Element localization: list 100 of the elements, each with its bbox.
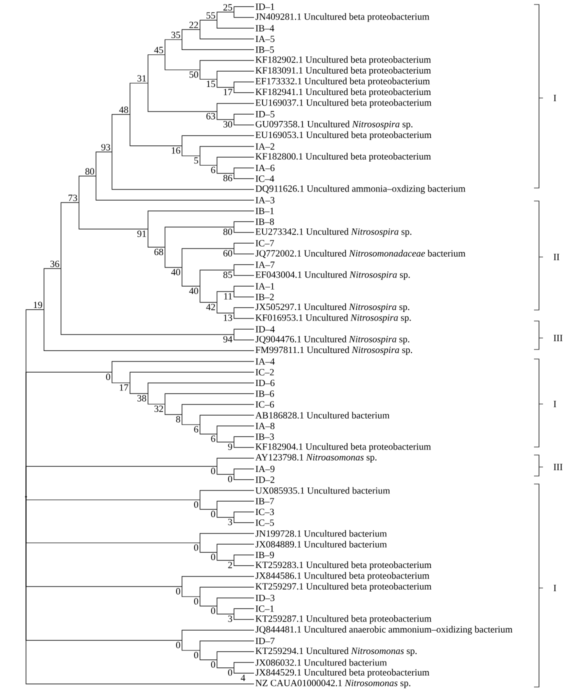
bootstrap-value: 22: [189, 22, 198, 28]
taxon-label: JX505297.1 Uncultured Nitrosospira sp.: [256, 303, 410, 312]
bootstrap-value: 32: [154, 406, 163, 412]
tree-branch: [234, 82, 254, 88]
taxon-label: IB–2: [256, 294, 274, 300]
tree-branch: [200, 70, 218, 80]
tree-branch: [216, 291, 234, 303]
taxon-label: IA–3: [256, 197, 274, 204]
tree-branch: [112, 152, 254, 190]
tree-branch: [234, 334, 254, 340]
tree-branch: [200, 60, 254, 70]
tree-branch: [200, 640, 254, 651]
bootstrap-value: 0: [228, 669, 232, 676]
taxon-label: IA–5: [256, 36, 274, 42]
bootstrap-value: 0: [176, 642, 180, 648]
bootstrap-value: 17: [224, 88, 232, 96]
tree-branch: [234, 512, 254, 518]
tree-branch: [216, 103, 254, 112]
tree-branch: [78, 176, 96, 203]
taxon-label: IC–2: [256, 369, 274, 376]
tree-branch: [148, 393, 166, 404]
bootstrap-value: 63: [206, 113, 216, 120]
tree-branch: [26, 496, 254, 684]
taxon-label: JN409281.1 Uncultured beta proteobacterium: [256, 13, 430, 22]
tree-branch: [96, 176, 254, 200]
bootstrap-value: 13: [224, 314, 232, 321]
taxon-label: IA–2: [256, 143, 274, 150]
tree-branch: [148, 82, 218, 112]
tree-branch: [148, 228, 166, 248]
tree-branch: [234, 662, 254, 668]
tree-branch: [96, 152, 112, 176]
taxon-label: IB–1: [256, 208, 274, 214]
tree-branch: [164, 226, 234, 248]
taxon-label: DQ911626.1 Uncultured ammonia–oxdizing bacterium: [256, 185, 466, 194]
tree-branch: [182, 135, 254, 146]
bootstrap-value: 11: [224, 293, 232, 300]
taxon-label: IA–1: [256, 283, 274, 290]
taxon-label: KF182800.1 Uncultured beta proteobacterium: [256, 152, 431, 162]
tree-branch: [216, 659, 234, 668]
tree-branch: [200, 533, 254, 544]
tree-branch: [234, 608, 254, 614]
tree-branch: [216, 70, 254, 80]
tree-branch: [200, 20, 218, 30]
taxon-label: KT259283.1 Uncultured beta proteobacterium: [256, 561, 432, 570]
taxon-label: IA–8: [256, 422, 274, 430]
taxon-label: ID–1: [256, 4, 274, 10]
taxon-label: IC–6: [256, 401, 274, 408]
tree-branch: [234, 291, 254, 298]
tree-branch: [216, 500, 254, 510]
tree-branch: [234, 468, 254, 475]
taxon-label: JX844529.1 Uncultured beta proteobacterium: [256, 668, 430, 678]
bootstrap-value: 0: [106, 374, 110, 380]
tree-branch: [60, 268, 234, 335]
tree-branch: [164, 404, 182, 415]
tree-branch: [234, 517, 254, 523]
taxon-label: JQ904476.1 Uncultured Nitrosospira sp.: [256, 336, 410, 344]
tree-branch: [164, 54, 200, 70]
tree-branch: [182, 267, 200, 286]
tree-branch: [216, 164, 234, 174]
bootstrap-value: 60: [223, 250, 232, 256]
tree-branch: [216, 458, 254, 467]
taxon-label: IA–9: [256, 466, 274, 472]
bootstrap-value: 40: [171, 268, 180, 276]
tree-branch: [234, 614, 254, 620]
tree-branch: [200, 146, 254, 156]
tree-branch: [182, 640, 200, 651]
bootstrap-value: 19: [34, 302, 42, 308]
tree-branch: [234, 328, 254, 335]
tree-branch: [216, 544, 254, 553]
taxon-label: JQ844481.1 Uncultured anaerobic ammonium–oxidizing bacterium: [256, 626, 512, 635]
bootstrap-value: 25: [223, 4, 232, 11]
bootstrap-value: 0: [211, 608, 216, 614]
taxon-label: ID–3: [256, 594, 274, 602]
tree-branch: [60, 202, 80, 269]
tree-branch: [200, 414, 254, 425]
bootstrap-value: 40: [189, 288, 198, 294]
tree-branch: [234, 87, 254, 93]
clade-label: II: [554, 254, 560, 260]
bootstrap-value: 16: [172, 147, 180, 154]
tree-branch: [234, 436, 254, 442]
tree-branch: [26, 496, 200, 500]
bootstrap-value: 80: [85, 168, 94, 175]
tree-branch: [164, 246, 182, 268]
taxon-label: KF182904.1 Uncultured beta proteobacterium: [256, 443, 431, 452]
taxon-label: IC–3: [256, 508, 274, 516]
taxon-label: ID–5: [256, 111, 274, 118]
taxon-label: KF016953.1 Uncultured Nitrosospira sp.: [256, 314, 411, 323]
bootstrap-value: 6: [211, 166, 216, 174]
tree-branch: [182, 29, 200, 40]
taxon-label: AY123798.1 Nitroasomonas sp.: [255, 454, 376, 462]
bootstrap-value: 30: [223, 121, 232, 128]
bootstrap-value: 17: [120, 384, 128, 391]
tree-branch: [234, 264, 254, 270]
bootstrap-value: 0: [194, 501, 198, 508]
taxon-label: KT259287.1 Uncultured beta proteobacterium: [256, 615, 432, 624]
tree-branch: [182, 404, 254, 415]
taxon-label: EU273342.1 Uncultured Nitrosospira sp.: [256, 228, 412, 237]
taxon-label: EF173332.1 Uncultured beta proteobacterium: [256, 78, 430, 86]
tree-branch: [200, 156, 218, 166]
bootstrap-value: 35: [171, 32, 180, 38]
